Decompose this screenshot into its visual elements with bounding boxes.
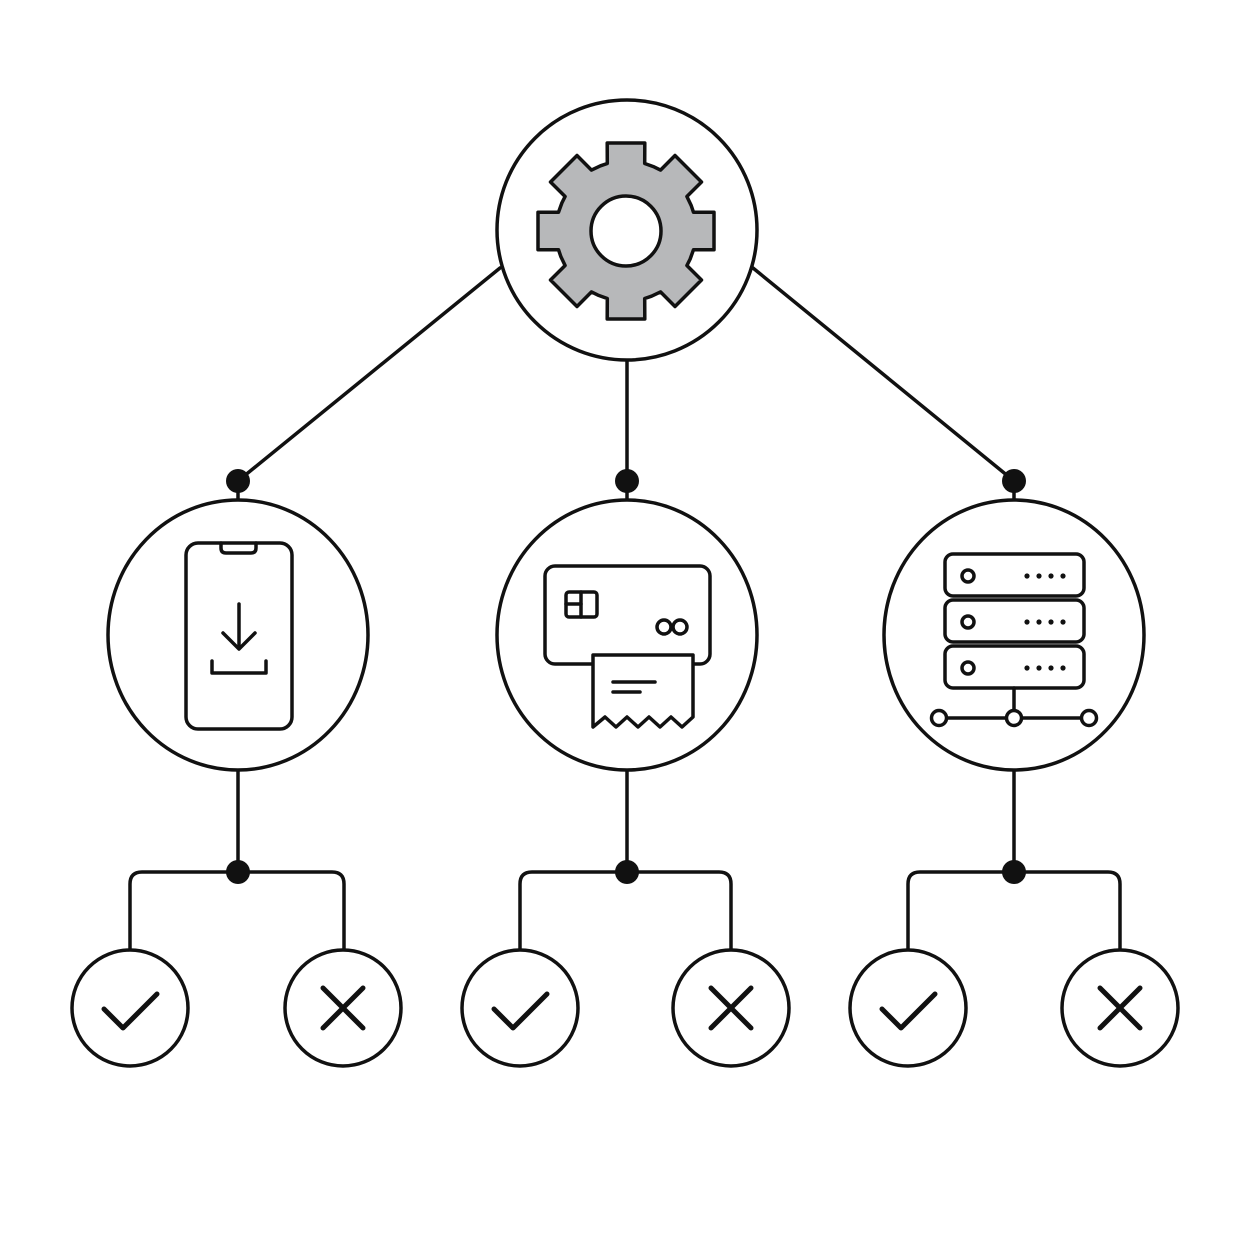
- branch-node-3-ring: [882, 498, 1146, 772]
- phone-outline-icon: [184, 541, 294, 731]
- outcome-success-3-ring: [848, 948, 968, 1068]
- gear-icon: [536, 141, 716, 321]
- fork-dot-2: [615, 860, 639, 884]
- receipt-icon: [591, 653, 695, 729]
- card-logo-right-icon: [671, 618, 689, 636]
- outcome-success-2-ring: [460, 948, 580, 1068]
- connector-root-to-branch-1: [236, 266, 502, 483]
- server-unit-2-icon: [943, 598, 1086, 644]
- junction-dot-2: [615, 469, 639, 493]
- gear-hole-icon: [589, 194, 663, 268]
- root-connectors: [226, 266, 1026, 502]
- junction-dot-3: [1002, 469, 1026, 493]
- outcome-failure-3: [1060, 948, 1180, 1068]
- server-unit-1-icon: [943, 552, 1086, 598]
- outcome-connectors: [128, 768, 1122, 952]
- mobile-download-icon: [184, 541, 294, 731]
- server-stack-icon: [929, 552, 1099, 728]
- outcome-success-2: [460, 948, 580, 1068]
- card-logo-left-icon: [655, 618, 673, 636]
- branch-node-2: [495, 498, 759, 772]
- outcome-success-1: [70, 948, 190, 1068]
- card-receipt-icon: [543, 564, 712, 729]
- outcome-failure-2: [671, 948, 791, 1068]
- network-node-center-icon: [1004, 708, 1024, 728]
- junction-dot-1: [226, 469, 250, 493]
- download-arrow-head-icon: [221, 631, 257, 651]
- outcome-nodes: [70, 948, 1180, 1068]
- cross-icon: [1097, 985, 1143, 1031]
- server-led-3-icon: [960, 660, 976, 676]
- checkmark-icon: [101, 991, 160, 1031]
- outcome-success-1-ring: [70, 948, 190, 1068]
- outcome-failure-1: [283, 948, 403, 1068]
- server-vent-dots-icon: [1024, 573, 1066, 671]
- server-led-2-icon: [960, 614, 976, 630]
- checkmark-icon: [879, 991, 938, 1031]
- branch-node-1: [106, 498, 370, 772]
- network-node-left-icon: [929, 708, 949, 728]
- root-node: [495, 98, 759, 362]
- network-node-right-icon: [1079, 708, 1099, 728]
- connector-root-to-branch-3: [751, 266, 1016, 483]
- cross-icon: [320, 985, 366, 1031]
- phone-notch-icon: [219, 541, 258, 555]
- fork-dot-1: [226, 860, 250, 884]
- branch-node-3: [882, 498, 1146, 772]
- download-tray-icon: [210, 659, 268, 675]
- outcome-success-3: [848, 948, 968, 1068]
- checkmark-icon: [491, 991, 550, 1031]
- branch-node-2-ring: [495, 498, 759, 772]
- server-led-1-icon: [960, 568, 976, 584]
- fork-dot-3: [1002, 860, 1026, 884]
- cross-icon: [708, 985, 754, 1031]
